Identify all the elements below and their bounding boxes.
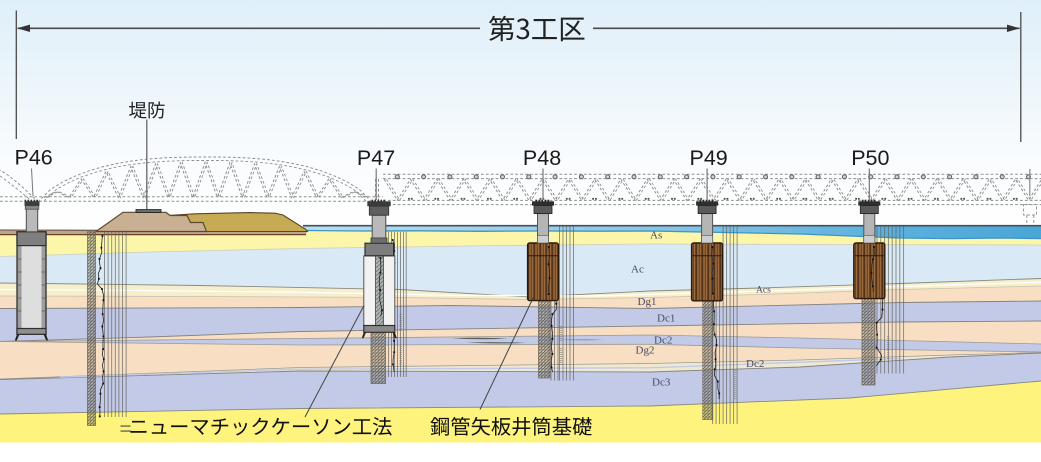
svg-text:P46: P46 (15, 145, 53, 169)
svg-text:Dg1: Dg1 (638, 296, 657, 308)
svg-text:Dc2: Dc2 (746, 358, 764, 370)
svg-text:P50: P50 (851, 146, 889, 170)
svg-text:Ac: Ac (631, 264, 644, 276)
svg-text:Dc2: Dc2 (654, 335, 672, 347)
svg-text:P49: P49 (690, 146, 728, 170)
svg-text:Dc3: Dc3 (652, 377, 671, 389)
svg-text:P47: P47 (357, 146, 395, 170)
svg-text:Dg2: Dg2 (636, 345, 655, 357)
svg-text:Acs: Acs (756, 286, 771, 296)
svg-text:As: As (650, 230, 662, 242)
svg-text:Dc1: Dc1 (657, 313, 675, 325)
svg-text:P48: P48 (523, 146, 561, 170)
